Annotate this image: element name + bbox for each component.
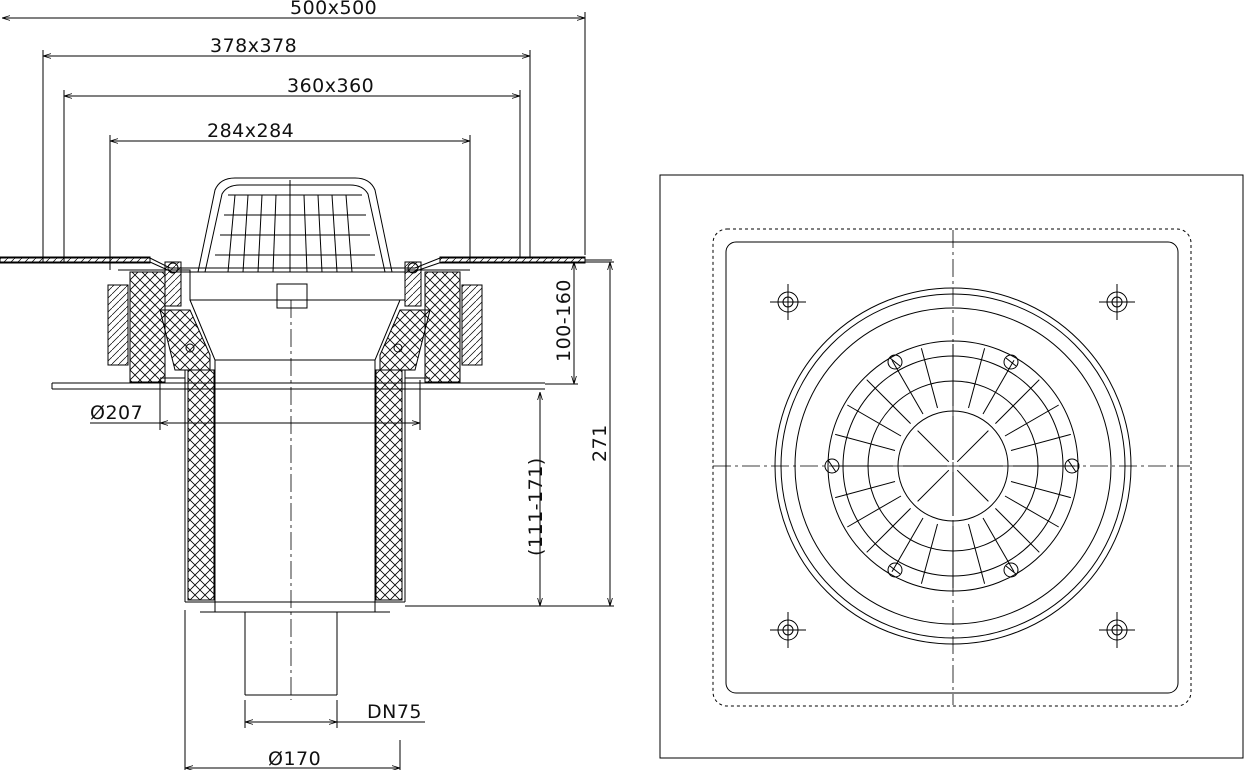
insulation-right [375,271,483,601]
plan-view [659,174,1244,759]
roof-membrane [0,256,612,273]
dim-111-171: (111-171) [525,457,547,556]
plan-flange-inner [725,241,1179,694]
leaf-guard-grate [197,177,393,309]
plan-ring-mid [794,307,1112,625]
plan-ring-outer [774,287,1132,645]
dim-vertical-lines [405,261,614,607]
dim-d170: Ø170 [268,748,321,770]
outlet-pipe [215,611,375,696]
plan-grate-bars [831,344,1075,588]
grate-bar [847,495,902,528]
dim-dn75: DN75 [367,701,422,723]
dim-360x360: 360x360 [287,75,374,97]
center-spoke [956,430,989,463]
grate-bar [866,379,911,424]
grate-bar [920,348,938,409]
grate-bar [835,481,896,499]
grate-bar [891,360,924,415]
shell-lines [160,343,430,603]
section-view [0,12,614,770]
grate-bar [891,517,924,572]
center-spoke [917,469,950,502]
dimension-lines-top [2,12,586,270]
dim-271: 271 [589,424,611,462]
plan-flange-dashed [712,228,1192,707]
grate-bar [995,508,1040,553]
insulation-left [107,271,215,601]
grate-bar [1010,433,1071,451]
grate-bar [968,523,986,584]
plan-grate-center [897,410,1009,522]
grate-bar [866,508,911,553]
grate-bar [1004,495,1059,528]
grate-bar [995,379,1040,424]
dim-100-160: 100-160 [553,279,575,362]
grate-bar [1004,404,1059,437]
dim-207-lines [90,380,421,430]
grate-bar [968,348,986,409]
dim-378x378: 378x378 [210,35,297,57]
grate-bar [982,360,1015,415]
grate-bar [982,517,1015,572]
grate-bar [920,523,938,584]
center-spoke [956,469,989,502]
grate-bar [847,404,902,437]
plan-outer-square [659,174,1244,759]
dim-bottom-lines [184,610,425,770]
dim-500x500: 500x500 [290,0,377,19]
dim-d207: Ø207 [90,402,143,424]
center-spoke [917,430,950,463]
dim-284x284: 284x284 [207,120,294,142]
grate-bar [1010,481,1071,499]
ring-screws [824,354,1080,578]
corner-bolts [770,284,1135,648]
grate-bar [835,433,896,451]
drain-body [189,299,401,613]
lower-flange [51,382,545,390]
